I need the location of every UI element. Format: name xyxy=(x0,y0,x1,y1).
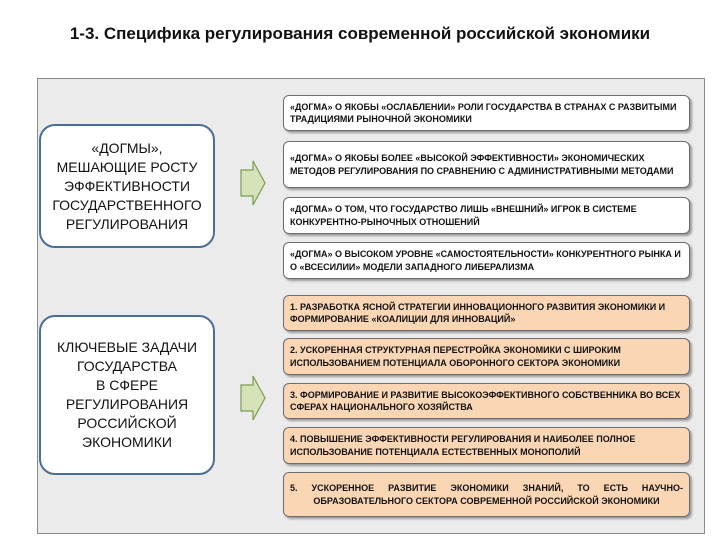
task-item-3: 3. ФОРМИРОВАНИЕ И РАЗВИТИЕ ВЫСОКОЭФФЕКТИ… xyxy=(283,383,690,419)
task-text: 2. УСКОРЕННАЯ СТРУКТУРНАЯ ПЕРЕСТРОЙКА ЭК… xyxy=(290,345,621,368)
task-item-1: 1. РАЗРАБОТКА ЯСНОЙ СТРАТЕГИИ ИННОВАЦИОН… xyxy=(283,295,690,331)
dogma-text: «ДОГМА» О ВЫСОКОМ УРОВНЕ «САМОСТОЯТЕЛЬНО… xyxy=(290,249,681,272)
dogma-text: «ДОГМА» О ЯКОБЫ «ОСЛАБЛЕНИИ» РОЛИ ГОСУДА… xyxy=(290,101,677,125)
tasks-heading-box: КЛЮЧЕВЫЕ ЗАДАЧИ ГОСУДАРСТВА В СФЕРЕ РЕГУ… xyxy=(39,315,215,475)
task-item-5: 5. УСКОРЕННОЕ РАЗВИТИЕ ЭКОНОМИКИ ЗНАНИЙ,… xyxy=(283,472,690,517)
task-item-2: 2. УСКОРЕННАЯ СТРУКТУРНАЯ ПЕРЕСТРОЙКА ЭК… xyxy=(283,338,690,375)
dogma-text: «ДОГМА» О ЯКОБЫ БОЛЕЕ «ВЫСОКОЙ ЭФФЕКТИВН… xyxy=(290,153,674,176)
dogmas-heading-box: «ДОГМЫ», МЕШАЮЩИЕ РОСТУ ЭФФЕКТИВНОСТИ ГО… xyxy=(39,124,215,248)
task-item-4: 4. ПОВЫШЕНИЕ ЭФФЕКТИВНОСТИ РЕГУЛИРОВАНИЯ… xyxy=(283,427,690,464)
dogma-item-1: «ДОГМА» О ЯКОБЫ «ОСЛАБЛЕНИИ» РОЛИ ГОСУДА… xyxy=(283,95,690,131)
dogmas-arrow-icon xyxy=(240,160,266,206)
dogma-item-2: «ДОГМА» О ЯКОБЫ БОЛЕЕ «ВЫСОКОЙ ЭФФЕКТИВН… xyxy=(283,141,690,188)
task-text: 3. ФОРМИРОВАНИЕ И РАЗВИТИЕ ВЫСОКОЭФФЕКТИ… xyxy=(290,389,681,413)
page-title: 1-3. Специфика регулирования современной… xyxy=(69,24,651,43)
tasks-arrow-icon xyxy=(240,375,266,421)
task-text: 5. УСКОРЕННОЕ РАЗВИТИЕ ЭКОНОМИКИ ЗНАНИЙ,… xyxy=(290,483,683,506)
task-text: 4. ПОВЫШЕНИЕ ЭФФЕКТИВНОСТИ РЕГУЛИРОВАНИЯ… xyxy=(290,434,636,457)
dogma-item-4: «ДОГМА» О ВЫСОКОМ УРОВНЕ «САМОСТОЯТЕЛЬНО… xyxy=(283,242,690,279)
dogma-text: «ДОГМА» О ТОМ, ЧТО ГОСУДАРСТВО ЛИШЬ «ВНЕ… xyxy=(290,204,637,227)
dogma-item-3: «ДОГМА» О ТОМ, ЧТО ГОСУДАРСТВО ЛИШЬ «ВНЕ… xyxy=(283,197,690,234)
task-text: 1. РАЗРАБОТКА ЯСНОЙ СТРАТЕГИИ ИННОВАЦИОН… xyxy=(290,301,666,325)
